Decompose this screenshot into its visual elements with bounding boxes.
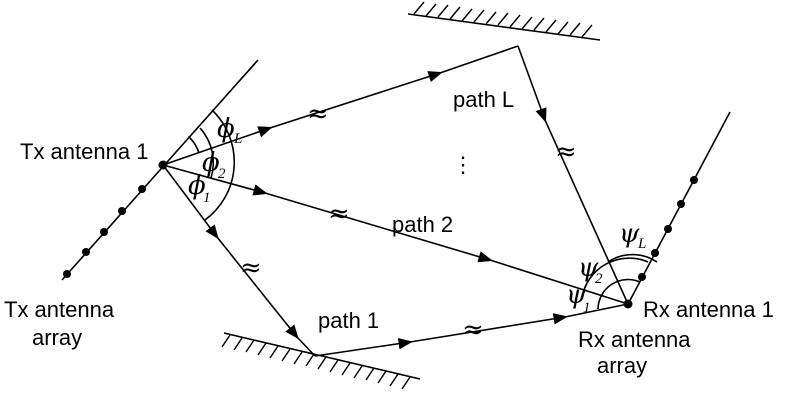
reflector-top: [407, 1, 601, 41]
break-mark-path-L-1: ≈: [307, 99, 329, 129]
rx-element: [638, 273, 646, 281]
psi-L-label: ψ L: [619, 219, 646, 252]
psi-1-symbol: ψ: [566, 280, 587, 310]
tx-antenna-label: Tx antenna 1: [20, 139, 148, 164]
psi-2-label: ψ 2: [578, 253, 603, 287]
rx-element: [664, 225, 672, 233]
path-1-label: path 1: [318, 308, 379, 333]
break-mark-path-2: ≈: [328, 199, 350, 229]
phi-2-symbol: ϕ: [202, 148, 220, 178]
break-mark-path-1-b: ≈: [462, 315, 484, 345]
tx-array-label-line2: array: [32, 325, 82, 350]
tx-angle-arcs: [187, 109, 236, 221]
break-marks: ≈ ≈ ≈ ≈ ≈: [240, 99, 577, 345]
tx-element: [82, 248, 90, 256]
phi-1-label: ϕ 1: [188, 171, 211, 206]
rx-element: [651, 249, 659, 257]
psi-2-subscript: 2: [595, 271, 603, 287]
phi-L-label: ϕ L: [217, 114, 242, 147]
tx-array-elements: [63, 160, 168, 278]
break-mark-path-1-a: ≈: [240, 253, 262, 283]
path-1-ray: [162, 164, 629, 357]
tx-array-label-line1: Tx antenna: [4, 297, 115, 322]
phi-L-subscript: L: [233, 131, 242, 147]
phi-2-subscript: 2: [218, 166, 226, 182]
rx-angle-arcs: [581, 253, 658, 310]
phi-L-symbol: ϕ: [217, 114, 235, 144]
tx-element: [138, 185, 146, 193]
tx-element: [118, 207, 126, 215]
tx-element: [63, 270, 71, 278]
psi-L-subscript: L: [637, 236, 646, 252]
path-L-ray: [162, 45, 629, 305]
path-2-ray: [162, 164, 629, 305]
psi-1-label: ψ 1: [566, 280, 591, 316]
psi-L-symbol: ψ: [619, 219, 640, 249]
rx-array-label-line2: array: [597, 353, 647, 378]
psi-1-subscript: 1: [583, 300, 591, 316]
phi-1-symbol: ϕ: [188, 171, 206, 201]
rx-element: [690, 176, 698, 184]
tx-array-line: [61, 59, 259, 281]
psi-2-symbol: ψ: [578, 253, 599, 283]
reflector-bottom: [221, 332, 421, 390]
rx-element: [677, 200, 685, 208]
ellipsis-label: ⋮: [452, 152, 474, 177]
phi-2-label: ϕ 2: [202, 148, 226, 182]
rx-antenna-label: Rx antenna 1: [643, 297, 774, 322]
path-L-label: path L: [453, 87, 514, 112]
break-mark-path-L-2: ≈: [555, 137, 577, 167]
phi-1-subscript: 1: [203, 190, 211, 206]
tx-element: [100, 228, 108, 236]
path-2-label: path 2: [392, 212, 453, 237]
rx-array-label-line1: Rx antenna: [578, 327, 691, 352]
